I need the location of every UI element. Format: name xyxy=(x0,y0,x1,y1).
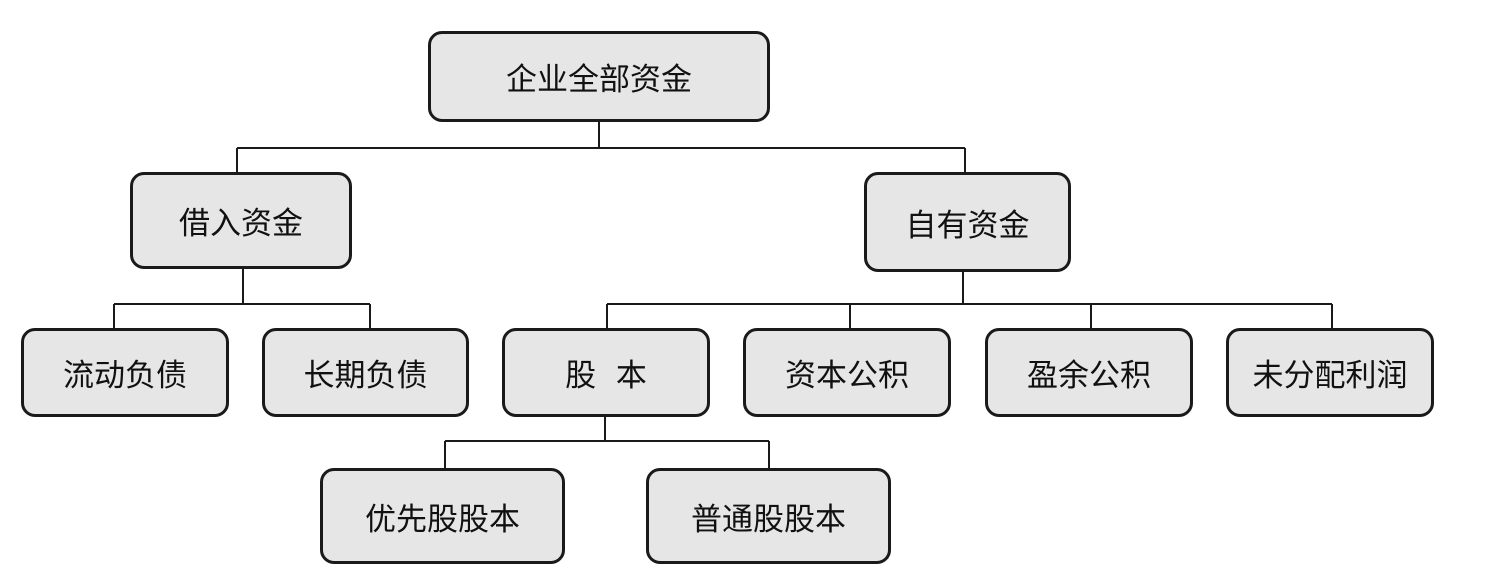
node-capital-reserve: 资本公积 xyxy=(743,328,951,417)
node-owned-funds: 自有资金 xyxy=(864,172,1071,272)
node-surplus-reserve: 盈余公积 xyxy=(985,328,1193,417)
node-total-enterprise-funds: 企业全部资金 xyxy=(428,31,770,122)
node-long-term-liabilities: 长期负债 xyxy=(262,328,469,417)
node-preferred-share-capital: 优先股股本 xyxy=(320,468,565,564)
node-common-share-capital: 普通股股本 xyxy=(646,468,891,564)
node-undistributed-profit: 未分配利润 xyxy=(1226,328,1434,417)
node-current-liabilities: 流动负债 xyxy=(21,328,229,417)
node-borrowed-funds: 借入资金 xyxy=(130,172,352,269)
node-share-capital: 股 本 xyxy=(502,328,710,417)
